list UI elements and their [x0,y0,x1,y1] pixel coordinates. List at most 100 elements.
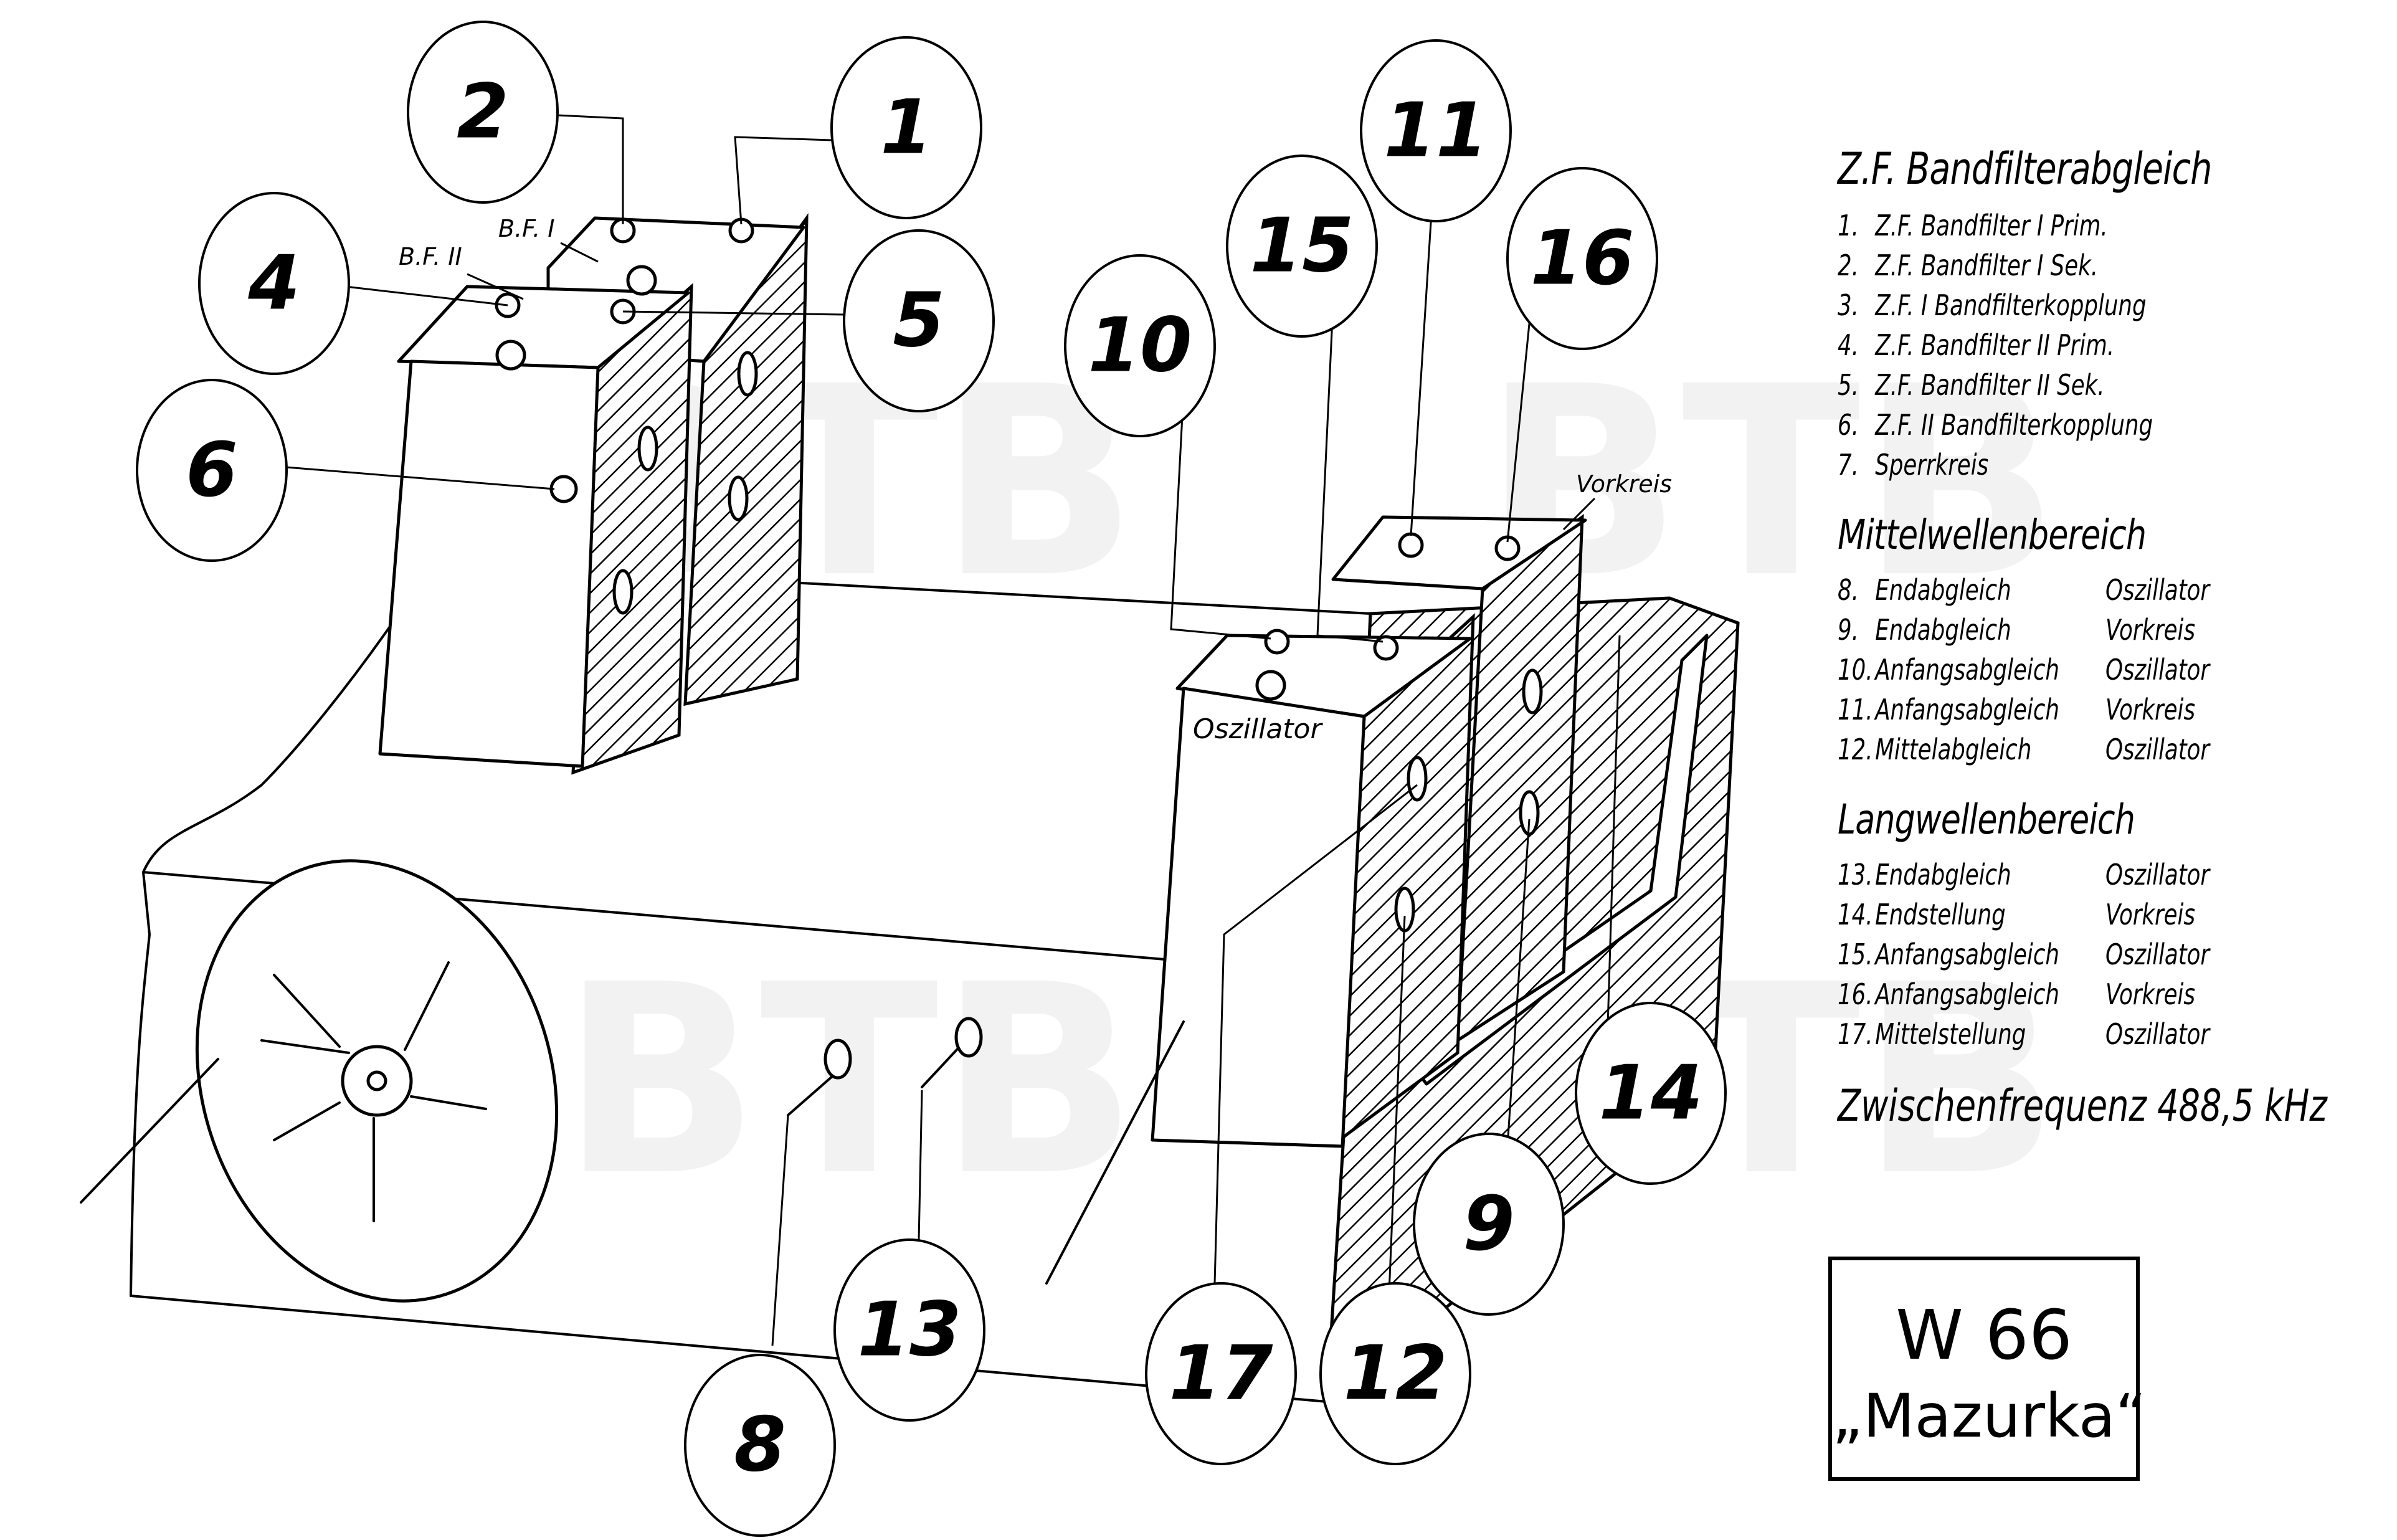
svg-text:17: 17 [1169,1331,1273,1417]
section-title: Z.F. Bandfilterabgleich [1838,143,2212,194]
callout-5: 5 [843,229,995,412]
section-title: Langwellenbereich [1838,796,2135,844]
trimmer-slot-17 [1407,756,1428,802]
model-number: W 66 [1896,1295,2072,1375]
oszillator-label: Oszillator [1193,713,1323,745]
callouts: 2 1 4 5 6 10 15 11 16 14 9 13 8 17 12 [136,21,1727,1537]
title-block: W 66 „Mazurka“ [1828,1257,2147,1481]
trimmer-screw-10 [1264,629,1290,655]
trimmer-screw-11 [1398,532,1424,558]
leader-8 [771,1115,789,1346]
legend-section-zf: Z.F. Bandfilterabgleich 1.Z.F. Bandfilte… [1838,143,2386,485]
callout-13: 13 [833,1238,985,1422]
screw-8-washer [824,1039,852,1080]
callout-1: 1 [830,36,982,219]
callout-16: 16 [1506,167,1658,350]
callout-4: 4 [198,192,350,375]
leader-15 [1316,305,1384,643]
svg-text:9: 9 [1463,1181,1515,1268]
callout-12: 12 [1319,1282,1471,1465]
leader-1 [734,136,832,225]
slot-hole [612,569,634,615]
callout-2: 2 [407,21,559,204]
bandfilter-cans: B.F. I B.F. II [378,212,809,775]
callout-17: 17 [1145,1282,1297,1465]
svg-text:5: 5 [893,278,945,364]
svg-text:2: 2 [457,69,509,156]
slot-hole [737,351,758,397]
svg-text:13: 13 [858,1287,962,1374]
leader-5 [622,310,845,316]
oscillator-cans: Oszillator Vorkreis [1151,470,1672,1148]
leader-lines [286,114,1621,1346]
screw-13-washer [954,1017,983,1058]
leader-14 [1606,635,1621,1047]
leader-9 [1506,819,1531,1147]
svg-text:4: 4 [247,240,300,327]
vorkreis-leader [1562,497,1596,531]
coupling-trimmer-6 [549,475,578,503]
callout-8: 8 [684,1354,836,1537]
bf2-label: B.F. II [399,243,462,270]
list-item: 1.Z.F. Bandfilter I Prim. [1838,209,2108,242]
bf2-leader [467,273,524,300]
trimmer-slot-14 [1522,668,1543,715]
screw-8 [787,1070,839,1116]
svg-text:6: 6 [186,427,238,514]
mount-hole-bf2 [495,340,526,371]
callout-10: 10 [1064,254,1216,437]
drum-spokes [260,961,487,1222]
intermediate-frequency: Zwischenfrequenz 488,5 kHz [1838,1080,2327,1131]
vorkreis-label: Vorkreis [1576,470,1672,498]
svg-text:8: 8 [734,1402,786,1489]
svg-text:15: 15 [1250,203,1354,290]
slot-hole [637,425,658,472]
svg-text:14: 14 [1599,1050,1703,1137]
bf1-label: B.F. I [498,215,554,242]
leader-11 [1410,192,1434,536]
list-item: 3.Z.F. I Bandfilterkopplung [1838,288,2147,322]
loose-screws [787,1017,983,1116]
leader-4 [345,285,508,307]
axle-rod-left [80,1058,219,1204]
chassis-torn-edge [130,622,394,1297]
list-item: 2.Z.F. Bandfilter I Sek. [1838,249,2099,282]
svg-text:10: 10 [1088,303,1192,389]
leader-12 [1388,915,1406,1293]
model-name: „Mazurka“ [1832,1381,2147,1451]
trimmer-screw-15 [1373,635,1399,661]
list-item: 5.Z.F. Bandfilter II Sek. [1838,368,2105,402]
svg-text:12: 12 [1344,1331,1448,1417]
bf2-front [378,359,600,768]
svg-text:16: 16 [1531,216,1635,302]
drum-axle [366,1070,387,1091]
list-item: 7.Sperrkreis [1838,448,1989,482]
section-title: Mittelwellenbereich [1838,511,2147,559]
slot-hole [728,475,749,521]
callout-15: 15 [1226,154,1378,338]
leader-10 [1170,392,1271,640]
callout-11: 11 [1360,39,1512,222]
legend: Z.F. Bandfilterabgleich 1.Z.F. Bandfilte… [1838,143,2386,1131]
trimmer-slot-9 [1519,790,1540,836]
list-item: 4.Z.F. Bandfilter II Prim. [1838,328,2115,362]
mount-hole-bf1 [626,265,657,296]
chassis-rear-line [790,581,1372,615]
svg-text:11: 11 [1384,88,1488,174]
svg-text:1: 1 [880,85,933,171]
leader-6 [286,466,555,490]
leader-13 [918,1090,923,1240]
leader-2 [557,114,624,224]
